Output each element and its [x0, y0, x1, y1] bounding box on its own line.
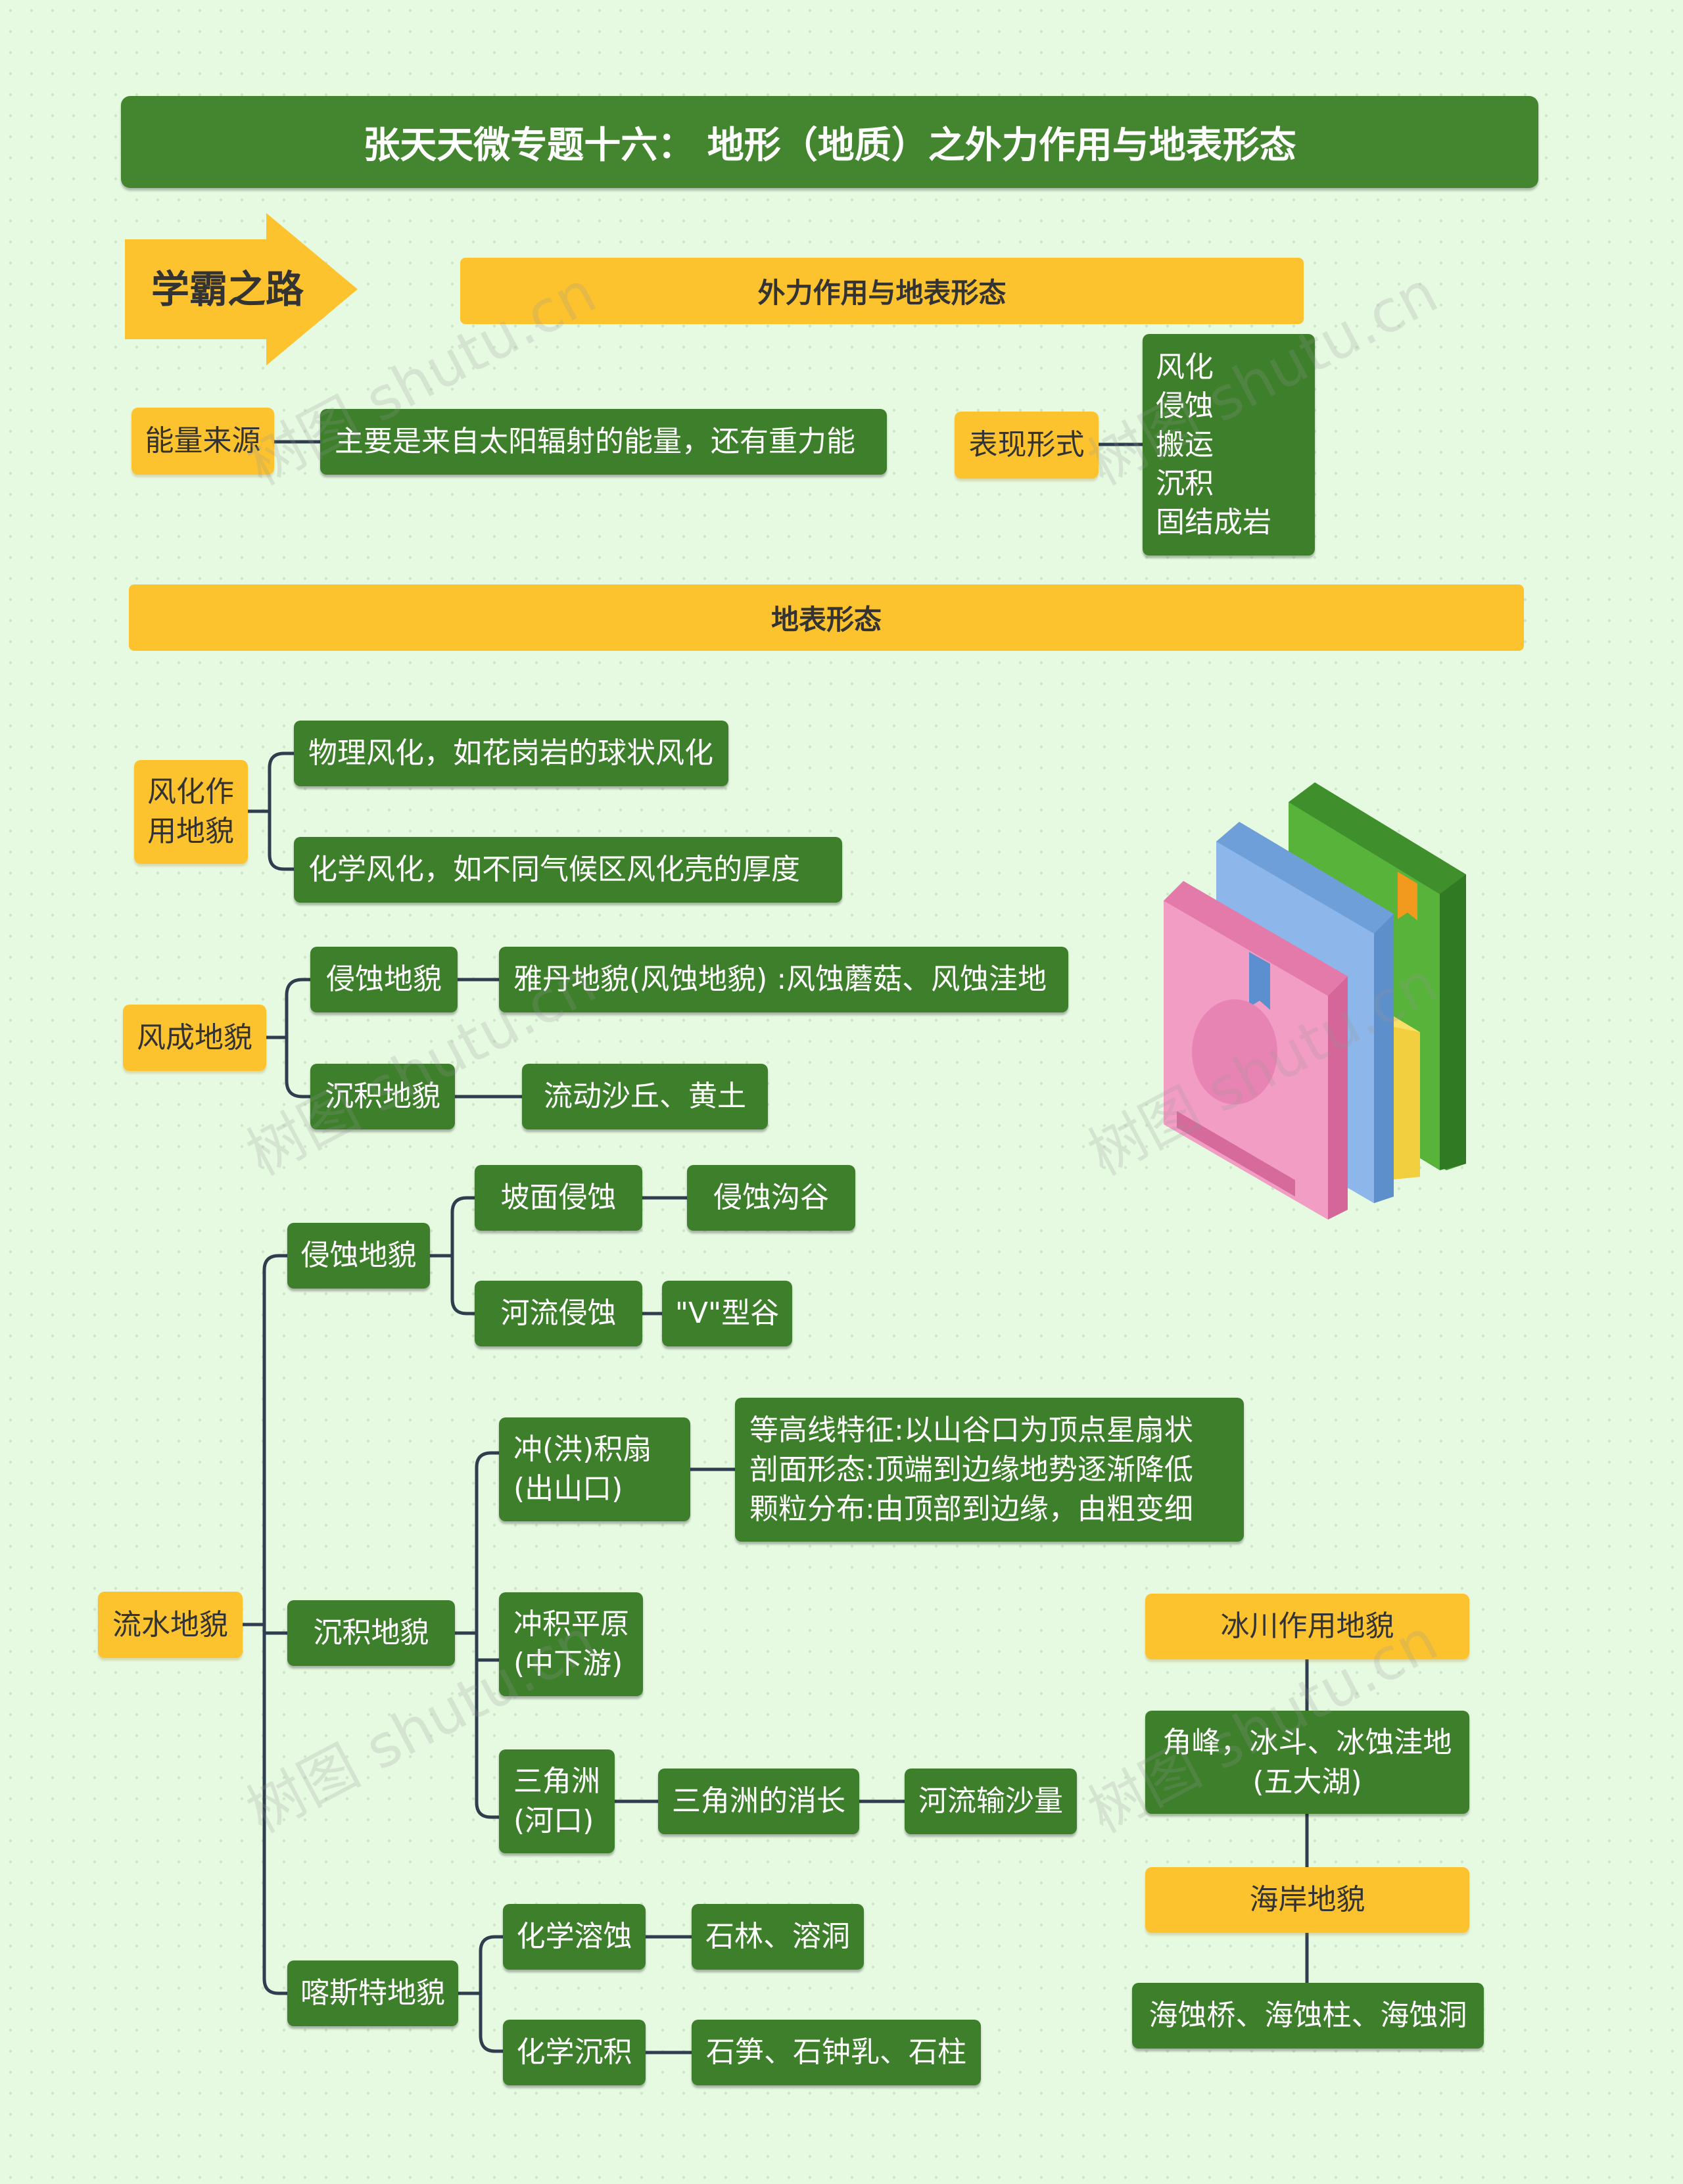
aeolian-deposition-content: 流动沙丘、黄土	[522, 1064, 768, 1129]
alluvial-plain-label-line: (中下游)	[513, 1647, 623, 1680]
arrow-shape-icon	[125, 213, 358, 366]
river-erosion-label: 河流侵蚀	[475, 1281, 642, 1346]
alluvial-fan-detail-line: 颗粒分布:由顶部到边缘，由粗变细	[749, 1492, 1193, 1526]
coastal-label: 海岸地貌	[1145, 1867, 1469, 1933]
karst-label: 喀斯特地貌	[287, 1960, 458, 2026]
weathering-label: 风化作 用地貌	[134, 760, 248, 864]
fluvial-deposition-label: 沉积地貌	[287, 1600, 455, 1666]
precipitation-content: 石笋、石钟乳、石柱	[692, 2020, 981, 2085]
alluvial-plain-label: 冲积平原 (中下游)	[499, 1592, 643, 1696]
alluvial-fan-label-line: 冲(洪)积扇	[513, 1433, 652, 1466]
page-title: 张天天微专题十六： 地形（地质）之外力作用与地表形态	[121, 96, 1538, 188]
delta-growth: 三角洲的消长	[658, 1769, 859, 1834]
dissolution-label: 化学溶蚀	[503, 1904, 646, 1970]
delta-label-line: (河口)	[513, 1804, 594, 1838]
aeolian-deposition-label: 沉积地貌	[310, 1064, 455, 1129]
aeolian-erosion-content: 雅丹地貌(风蚀地貌) :风蚀蘑菇、风蚀洼地	[499, 947, 1068, 1012]
delta-label: 三角洲 (河口)	[499, 1749, 615, 1853]
weathering-item: 物理风化，如花岗岩的球状风化	[294, 721, 728, 786]
alluvial-plain-label-line: 冲积平原	[513, 1607, 629, 1641]
badge: 学霸之路	[125, 213, 362, 366]
glacial-content-line: (五大湖)	[1252, 1765, 1362, 1799]
section-banner-external-forces: 外力作用与地表形态	[460, 258, 1304, 324]
weathering-label-line: 用地貌	[147, 815, 234, 848]
slope-erosion-content: 侵蚀沟谷	[687, 1165, 855, 1231]
forms-item: 侵蚀	[1156, 389, 1214, 423]
delta-label-line: 三角洲	[513, 1765, 600, 1798]
alluvial-fan-detail: 等高线特征:以山谷口为顶点星扇状 剖面形态:顶端到边缘地势逐渐降低 颗粒分布:由…	[735, 1398, 1244, 1542]
sediment-load: 河流输沙量	[905, 1769, 1077, 1834]
river-erosion-content: "V"型谷	[662, 1281, 792, 1346]
forms-item: 沉积	[1156, 467, 1214, 500]
forms-item: 搬运	[1156, 428, 1214, 462]
aeolian-erosion-label: 侵蚀地貌	[310, 947, 458, 1012]
glacial-content: 角峰，冰斗、冰蚀洼地 (五大湖)	[1145, 1711, 1469, 1814]
glacial-label: 冰川作用地貌	[1145, 1594, 1469, 1659]
alluvial-fan-detail-line: 剖面形态:顶端到边缘地势逐渐降低	[749, 1452, 1193, 1486]
dissolution-content: 石林、溶洞	[692, 1904, 864, 1970]
fluvial-label: 流水地貌	[98, 1592, 243, 1658]
aeolian-label: 风成地貌	[123, 1005, 266, 1071]
weathering-label-line: 风化作	[147, 775, 234, 809]
books-illustration-icon	[1164, 782, 1466, 1220]
alluvial-fan-label-line: (出山口)	[513, 1472, 623, 1506]
fluvial-erosion-label: 侵蚀地貌	[287, 1223, 430, 1289]
alluvial-fan-label: 冲(洪)积扇 (出山口)	[499, 1417, 690, 1521]
forms-list: 风化 侵蚀 搬运 沉积 固结成岩	[1143, 334, 1315, 556]
coastal-content: 海蚀桥、海蚀柱、海蚀洞	[1132, 1983, 1484, 2049]
weathering-item: 化学风化，如不同气候区风化壳的厚度	[294, 837, 842, 903]
energy-label: 能量来源	[131, 408, 274, 475]
energy-content: 主要是来自太阳辐射的能量，还有重力能	[320, 409, 887, 475]
forms-item: 固结成岩	[1156, 506, 1271, 539]
alluvial-fan-detail-line: 等高线特征:以山谷口为顶点星扇状	[749, 1413, 1193, 1447]
slope-erosion-label: 坡面侵蚀	[475, 1165, 642, 1231]
badge-label: 学霸之路	[151, 267, 304, 312]
precipitation-label: 化学沉积	[503, 2020, 646, 2085]
forms-item: 风化	[1156, 350, 1214, 384]
forms-label: 表现形式	[955, 412, 1099, 479]
glacial-content-line: 角峰，冰斗、冰蚀洼地	[1162, 1725, 1452, 1759]
section-banner-landforms: 地表形态	[129, 584, 1524, 651]
